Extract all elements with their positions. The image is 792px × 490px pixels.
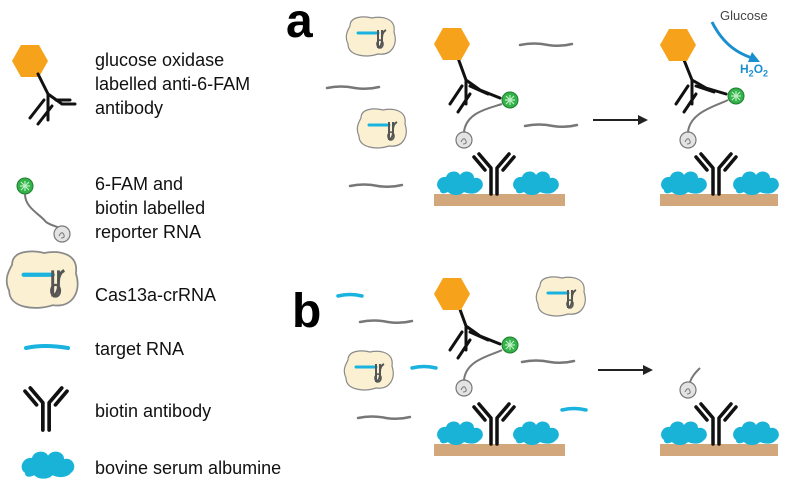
bsa	[661, 421, 707, 445]
biotin	[455, 131, 473, 149]
sensor-assembly-cleaved	[660, 367, 779, 456]
enzyme-antibody	[674, 58, 728, 114]
legend-label-bsa: bovine serum albumine	[95, 458, 282, 478]
h2o2-sub-1: 2	[748, 68, 754, 79]
bsa	[437, 171, 483, 195]
bsa	[437, 421, 483, 445]
glucose-oxidase	[660, 29, 696, 61]
legend-label-target-rna: target RNA	[95, 339, 185, 359]
legend-label-cas13a-crrna: Cas13a-crRNA	[95, 285, 217, 305]
fam	[501, 336, 519, 354]
fam	[727, 87, 745, 105]
rna-strand	[520, 359, 576, 365]
glucose-oxidase	[434, 28, 470, 60]
enzyme-antibody	[448, 302, 502, 360]
bsa	[661, 171, 707, 195]
panel-b-letter: b	[292, 285, 322, 338]
sensor-assembly	[434, 278, 565, 456]
target-rna-icon	[24, 344, 70, 350]
rna-strand	[358, 319, 414, 325]
cas13a-crrna	[534, 275, 587, 318]
target-rna	[560, 406, 588, 412]
surface	[660, 444, 778, 456]
bsa	[513, 421, 559, 445]
rna-strand	[348, 183, 404, 189]
panel-a-letter: a	[286, 0, 313, 48]
target-rna	[410, 364, 438, 370]
glucose-arrow	[710, 21, 753, 60]
reporter-rna	[463, 103, 503, 133]
glucose-oxidase-antibody-icon	[12, 45, 77, 126]
cleaved-reporter-rna	[689, 367, 701, 383]
glucose-label: Glucose	[720, 8, 768, 23]
cas13a-crrna-icon	[7, 251, 78, 307]
legend-label-biotin-antibody: biotin antibody	[95, 401, 212, 421]
surface	[434, 444, 565, 456]
cas13a-crrna	[344, 15, 397, 58]
biotin-antibody-icon	[23, 386, 69, 432]
rna-strand	[523, 123, 579, 129]
biotin	[679, 381, 697, 399]
h2o2-o: O	[753, 62, 764, 76]
cas13a-crrna	[342, 349, 395, 392]
surface	[660, 194, 778, 206]
reporter-rna	[463, 349, 503, 381]
panel-b	[336, 275, 779, 456]
bsa-icon	[21, 451, 75, 479]
target-rna	[336, 292, 364, 298]
glucose-oxidase	[434, 278, 470, 310]
bsa	[733, 421, 779, 445]
reporter-rna	[687, 99, 729, 133]
rna-strand	[325, 85, 381, 91]
arrow-head	[638, 115, 648, 125]
enzyme-antibody	[448, 56, 502, 114]
panel-a	[325, 15, 779, 206]
bsa	[513, 171, 559, 195]
arrow-head	[643, 365, 653, 375]
surface	[434, 194, 565, 206]
rna-strand	[356, 415, 412, 421]
sensor-assembly-signal	[660, 21, 779, 206]
sensor-assembly	[434, 28, 565, 206]
h2o2-sub-2: 2	[763, 68, 769, 79]
legend-label-glucose-oxidase-antibody: glucose oxidase labelled anti-6-FAM anti…	[95, 50, 251, 118]
biotin	[455, 379, 473, 397]
legend	[7, 45, 78, 479]
glucose-arrow-head	[748, 52, 760, 62]
fam	[501, 91, 519, 109]
rna-strand	[518, 42, 574, 48]
biotin	[679, 131, 697, 149]
bsa	[733, 171, 779, 195]
h2o2-h: H	[740, 62, 749, 76]
h2o2-label: H2O2	[740, 62, 768, 78]
cas13a-crrna	[355, 107, 408, 150]
reporter-rna-icon	[16, 177, 71, 243]
legend-label-reporter-rna: 6-FAM and biotin labelled reporter RNA	[95, 174, 206, 242]
